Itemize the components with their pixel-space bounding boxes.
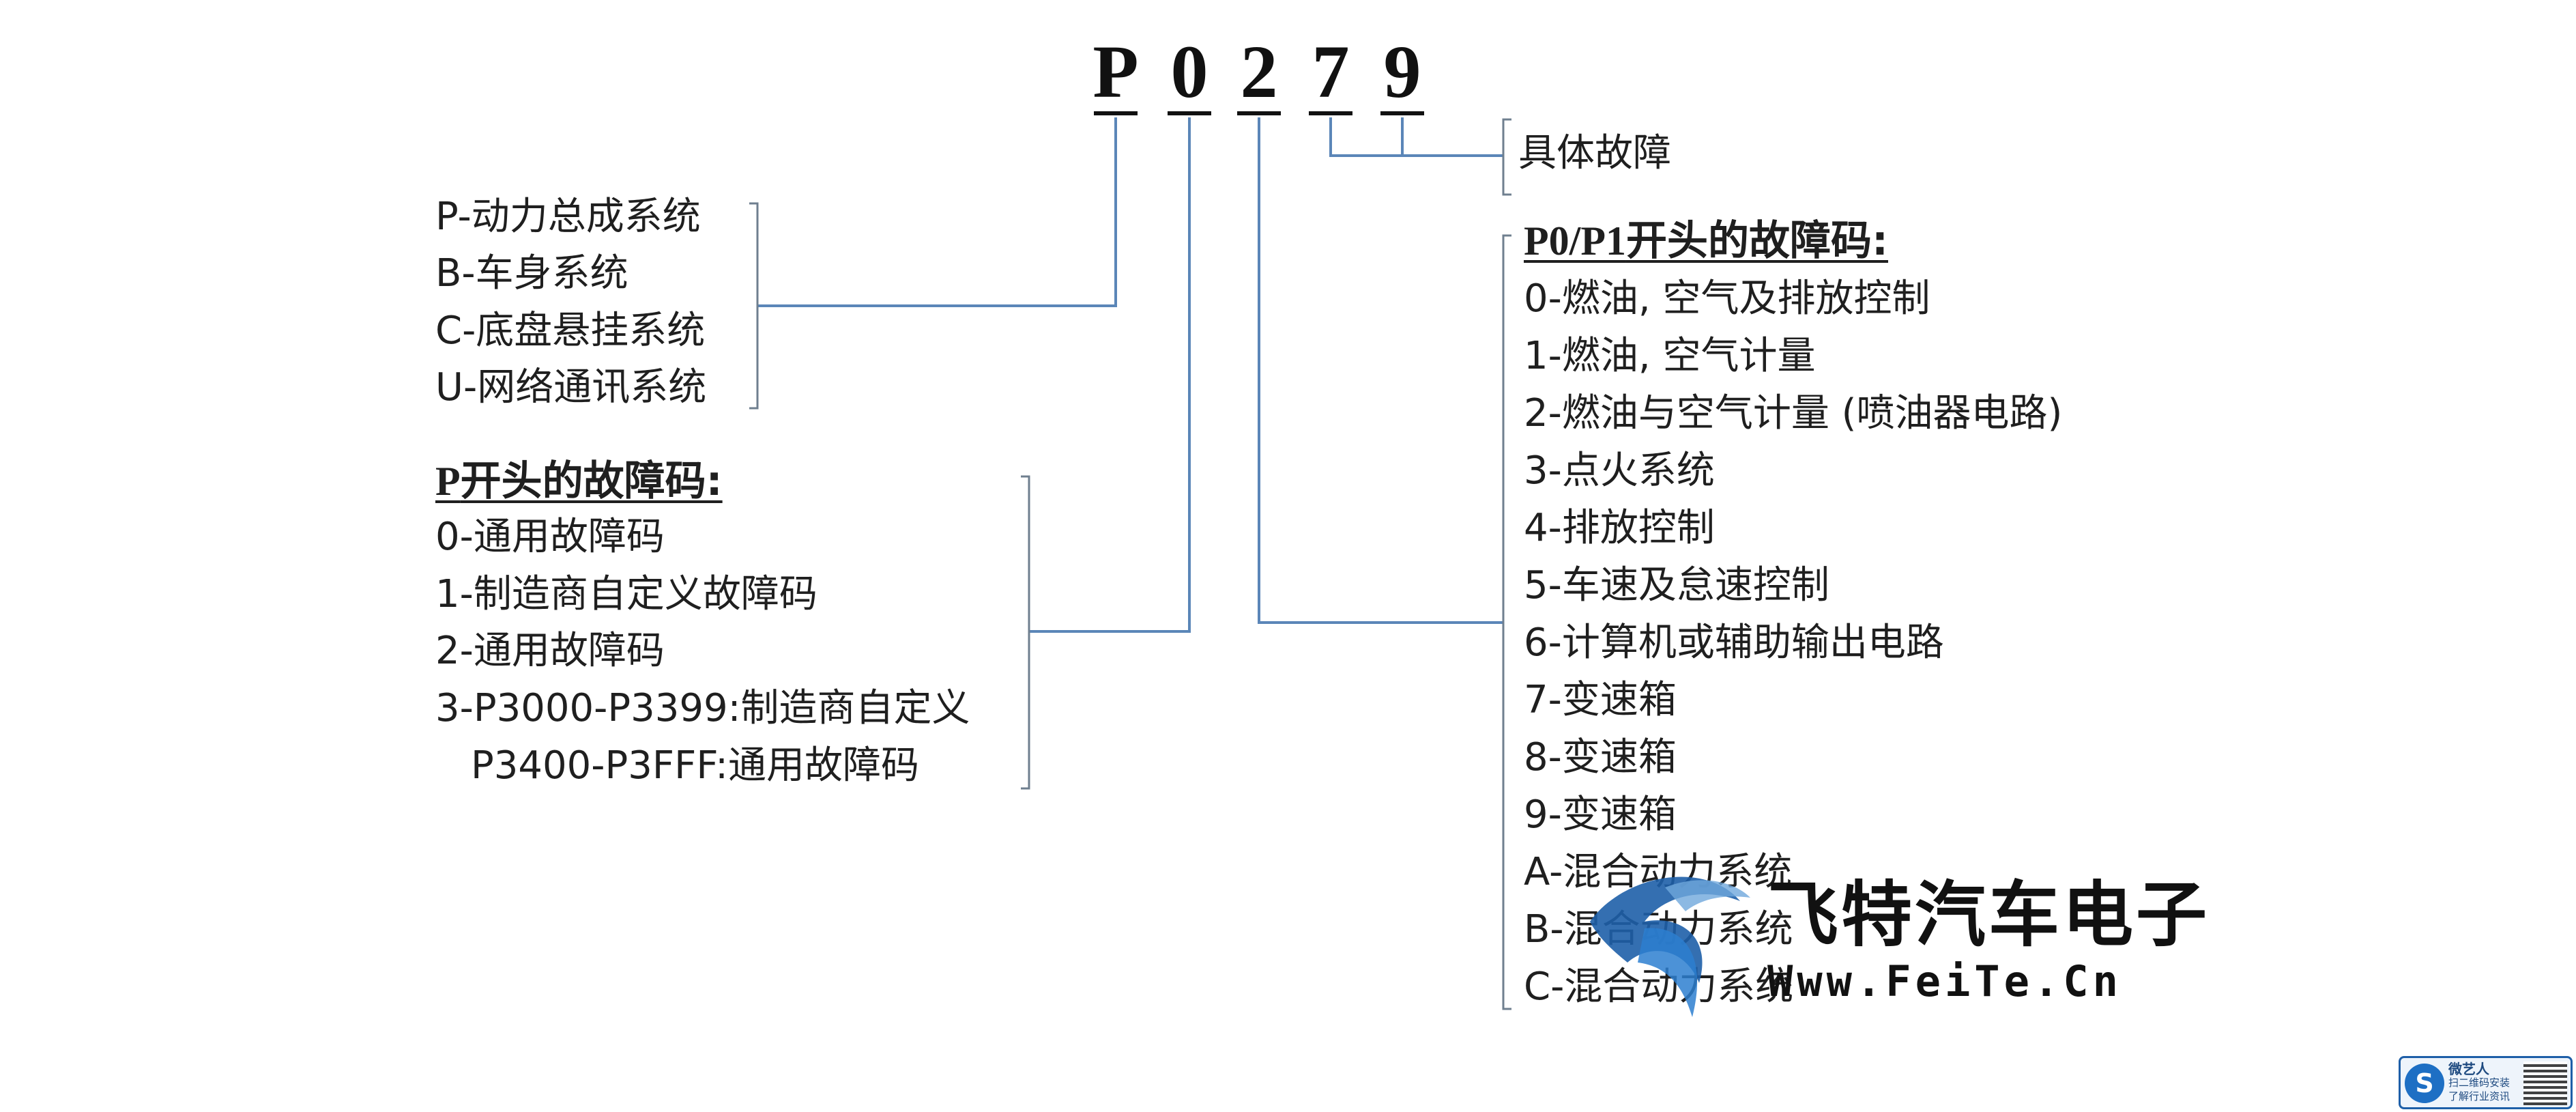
- watermark-brand: 飞特汽车电子: [1767, 873, 2210, 956]
- subsystem-item: 0-燃油, 空气及排放控制: [1524, 276, 1930, 321]
- app-badge-line2: 扫二维码安装: [2448, 1077, 2510, 1089]
- app-logo-icon: S: [2405, 1064, 2444, 1103]
- bracket-left-top: [749, 202, 759, 410]
- p0-p1-heading-prefix: P0/P1: [1524, 218, 1626, 263]
- code-char-2: 2: [1240, 30, 1278, 113]
- system-type-item: B-车身系统: [435, 251, 628, 296]
- code-underline-0: [1168, 111, 1211, 115]
- system-type-item: U-网络通讯系统: [435, 365, 707, 410]
- p-code-heading: P开头的故障码:: [435, 457, 723, 505]
- code-underline-2: [1237, 111, 1281, 115]
- code-underline-9: [1380, 111, 1424, 115]
- bracket-left-bottom: [1021, 475, 1030, 790]
- code-char-0: 0: [1170, 30, 1209, 113]
- p-code-heading-prefix: P: [435, 459, 461, 504]
- specific-fault-label: 具体故障: [1518, 131, 1671, 175]
- connector-0: [1029, 117, 1191, 633]
- feite-watermark: 飞特汽车电子 Www.FeiTe.Cn: [1563, 846, 2207, 1031]
- bracket-right-main: [1502, 234, 1511, 1010]
- feite-logo-icon: [1590, 876, 1750, 1017]
- p-code-item: 3-P3000-P3399:制造商自定义: [435, 686, 970, 730]
- app-badge-title: 微艺人: [2448, 1061, 2489, 1077]
- code-underline-7: [1309, 111, 1352, 115]
- app-badge[interactable]: S 微艺人 扫二维码安装 了解行业资讯: [2399, 1056, 2573, 1109]
- subsystem-item: 4-排放控制: [1524, 506, 1715, 550]
- system-type-item: P-动力总成系统: [435, 195, 701, 239]
- watermark-url: Www.FeiTe.Cn: [1767, 956, 2122, 1006]
- system-type-item: C-底盘悬挂系统: [435, 309, 706, 353]
- p0-p1-heading-rest: 开头的故障码:: [1625, 217, 1888, 265]
- code-char-p: P: [1092, 30, 1139, 113]
- subsystem-item: 9-变速箱: [1524, 793, 1677, 837]
- connector-7: [1329, 117, 1503, 157]
- p-code-item: 1-制造商自定义故障码: [435, 572, 817, 616]
- subsystem-item: 1-燃油, 空气计量: [1524, 334, 1816, 378]
- p-code-heading-rest: 开头的故障码:: [460, 457, 723, 505]
- p-code-item: P3400-P3FFF:通用故障码: [471, 743, 920, 788]
- bracket-right-top: [1502, 118, 1511, 196]
- subsystem-item: 8-变速箱: [1524, 735, 1677, 780]
- subsystem-item: C-混合动力系统: [1524, 965, 1794, 1009]
- p0-p1-heading: P0/P1开头的故障码:: [1524, 217, 1888, 265]
- app-badge-line3: 了解行业资讯: [2448, 1090, 2510, 1102]
- subsystem-item: 5-车速及怠速控制: [1524, 563, 1829, 608]
- subsystem-item: 3-点火系统: [1524, 448, 1715, 493]
- p-code-item: 0-通用故障码: [435, 515, 665, 559]
- subsystem-item: 2-燃油与空气计量 (喷油器电路): [1524, 391, 2063, 436]
- connector-2: [1258, 117, 1503, 624]
- code-underline-p: [1094, 111, 1138, 115]
- app-badge-text: 微艺人 扫二维码安装 了解行业资讯: [2448, 1062, 2510, 1103]
- p-code-item: 2-通用故障码: [435, 629, 665, 673]
- code-char-7: 7: [1312, 30, 1350, 113]
- subsystem-item: 6-计算机或辅助输出电路: [1524, 621, 1944, 665]
- subsystem-item: 7-变速箱: [1524, 678, 1677, 722]
- qr-code-icon: [2523, 1061, 2567, 1105]
- connector-p: [757, 117, 1117, 307]
- code-char-9: 9: [1383, 30, 1421, 113]
